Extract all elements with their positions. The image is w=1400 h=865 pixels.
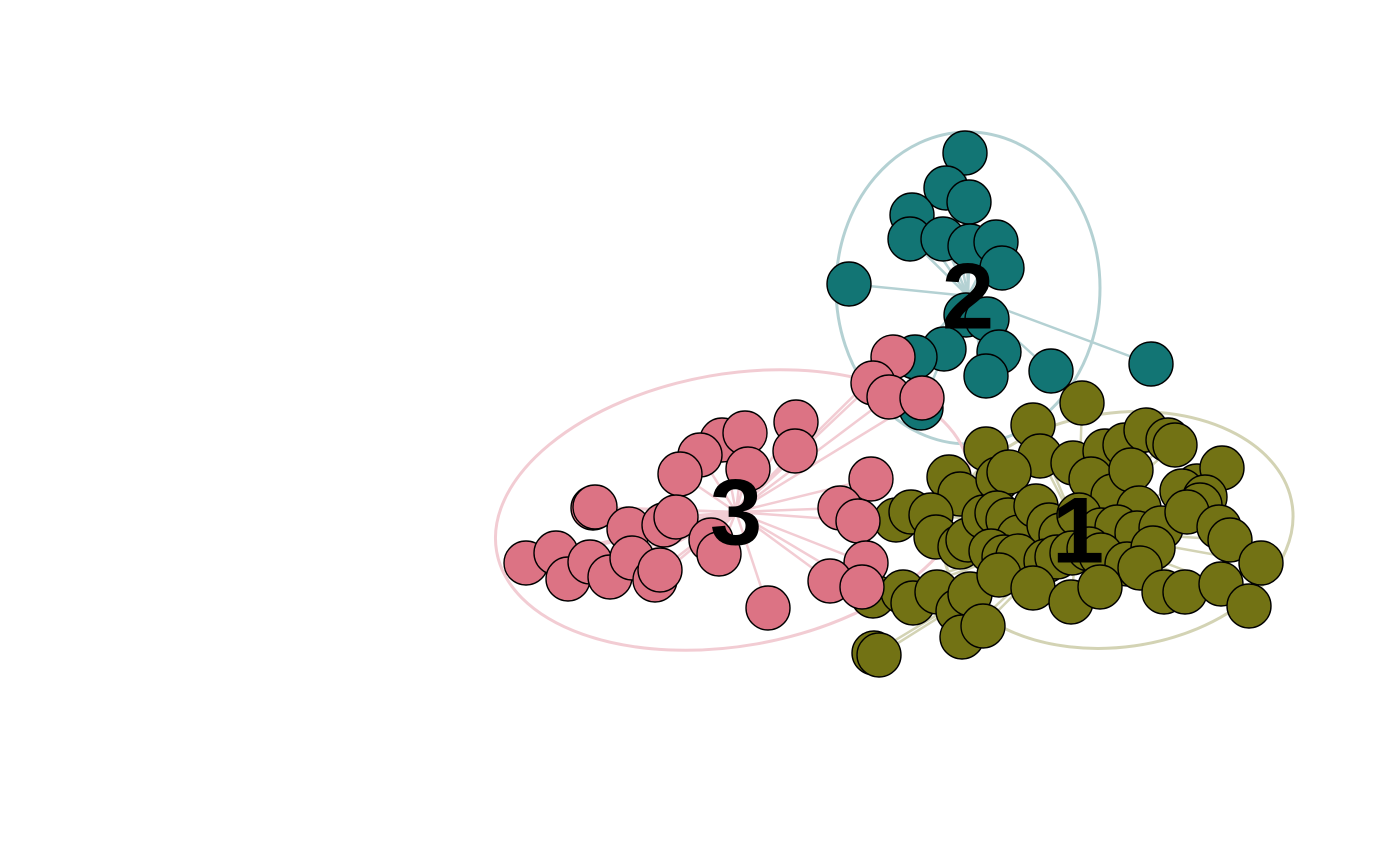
cluster-label-2: 2 [942, 244, 994, 349]
cluster-1-point [1108, 447, 1154, 493]
data-points-layer [503, 130, 1284, 678]
cluster-1-point [856, 632, 902, 678]
cluster-label-1: 1 [1052, 478, 1104, 583]
cluster-3-point [637, 547, 683, 593]
cluster-2-point [826, 261, 872, 307]
cluster-3-point [696, 531, 742, 577]
cluster-1-point [1238, 540, 1284, 586]
cluster-1-point [960, 603, 1006, 649]
cluster-2-point [963, 353, 1009, 399]
cluster-1-point [1077, 564, 1123, 610]
cluster-1-point [1059, 380, 1105, 426]
cluster-3-ray [735, 477, 872, 514]
cluster-3-point [839, 564, 885, 610]
cluster-3-point [657, 451, 703, 497]
cluster-3-point [772, 428, 818, 474]
cluster-3-point [572, 484, 618, 530]
cluster-1-point [1207, 517, 1253, 563]
cluster-3-point [653, 494, 699, 540]
cluster-3-point [745, 585, 791, 631]
cluster-3-point [835, 498, 881, 544]
cluster-label-3: 3 [710, 460, 762, 565]
cluster-1-point [1152, 422, 1198, 468]
cluster-2-point [1028, 348, 1074, 394]
cluster-2-point [1128, 341, 1174, 387]
cluster-3-point [848, 456, 894, 502]
cluster-3-ray [735, 510, 867, 565]
cluster-3-point [899, 375, 945, 421]
cluster-labels-layer: 1 2 3 [710, 244, 1104, 583]
cluster-2-point [979, 245, 1025, 291]
cluster-1-point [1226, 583, 1272, 629]
cluster-3-point [725, 446, 771, 492]
cluster-2-point [942, 130, 988, 176]
cluster-2-point [946, 179, 992, 225]
